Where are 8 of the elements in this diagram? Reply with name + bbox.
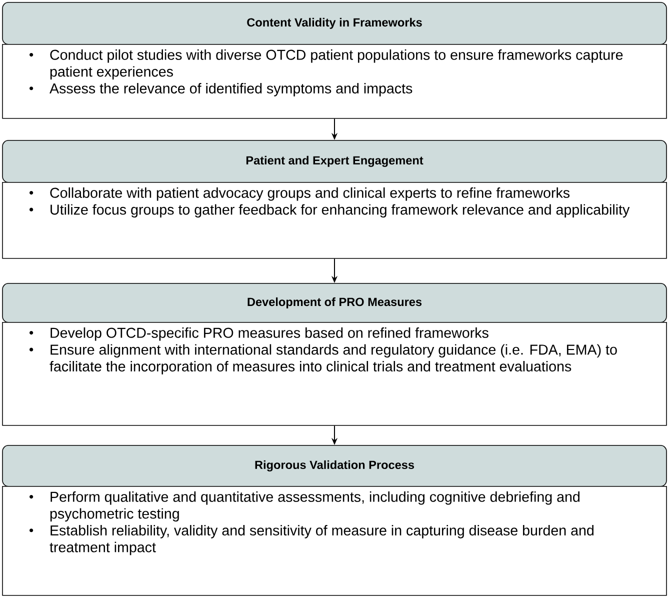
header-box: Rigorous Validation Process <box>2 445 667 487</box>
bullet-list-box: Develop OTCD-specific PRO measures based on refined frameworks Ensure alignment with international standards and regulatory guidance (i.e. FDA, EMA) to facilitate the incorporation of measures into clinical trials and treatment evaluations <box>2 322 667 426</box>
header-box: Patient and Expert Engagement <box>2 140 667 183</box>
bullet-list-box: Conduct pilot studies with diverse OTCD patient populations to ensure frameworks capture patient experiences Assess the relevance of identified symptoms and impacts <box>2 44 667 119</box>
bullet-list-box: Perform qualitative and quantitative assessments, including cognitive debriefing and psychometric testing Establish reliability, validity and sensitivity of measure in capturing disease burden and treatment impact <box>2 486 667 596</box>
bullet-list-box: Collaborate with patient advocacy groups and clinical experts to refine frameworks Utilize focus groups to gather feedback for enhancing framework relevance and applicability <box>2 182 667 259</box>
header-box: Content Validity in Frameworks <box>2 2 667 45</box>
header-box: Development of PRO Measures <box>2 283 667 323</box>
